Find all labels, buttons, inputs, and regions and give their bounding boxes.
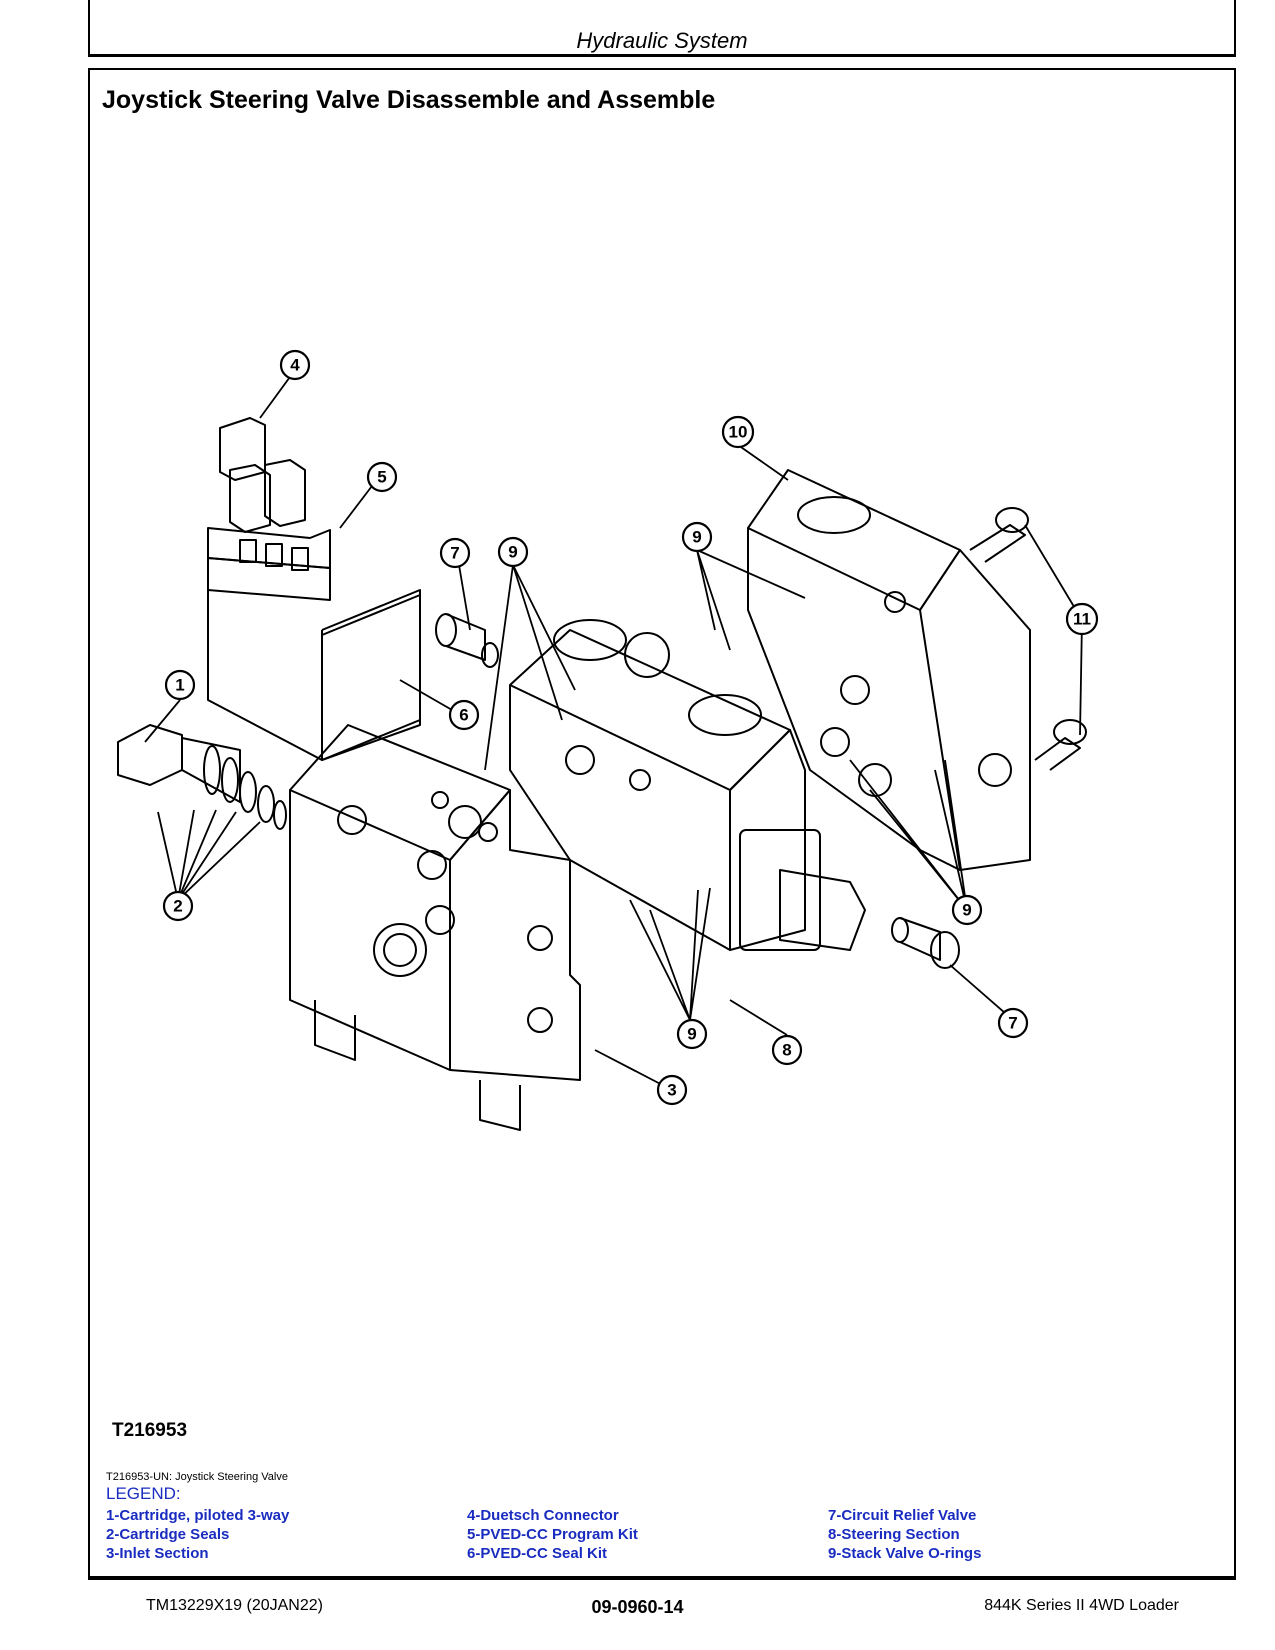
callout-9-center: 9 <box>497 536 529 568</box>
callout-label: 5 <box>377 468 386 487</box>
legend-item: 6-PVED-CC Seal Kit <box>467 1545 608 1562</box>
callout-3: 3 <box>656 1074 688 1106</box>
legend-item: 1-Cartridge, piloted 3-way <box>106 1507 290 1524</box>
callout-5: 5 <box>366 461 398 493</box>
callout-9-lower-center: 9 <box>676 1018 708 1050</box>
main-content-box: Joystick Steering Valve Disassemble and … <box>88 68 1236 1580</box>
inlet-section <box>289 724 581 1131</box>
callout-label: 9 <box>962 901 971 920</box>
legend-column-3: 7-Circuit Relief Valve 8-Steering Sectio… <box>828 1506 981 1563</box>
cartridge-piloted-3-way <box>117 724 287 830</box>
callout-7-lower: 7 <box>997 1007 1029 1039</box>
legend-item: 4-Duetsch Connector <box>467 1507 619 1524</box>
callout-label: 9 <box>508 543 517 562</box>
steering-section <box>509 619 866 951</box>
section-title: Hydraulic System <box>576 28 748 53</box>
circuit-relief-valve-lower <box>891 917 960 969</box>
callout-7-upper: 7 <box>439 537 471 569</box>
callout-label: 10 <box>729 423 748 442</box>
footer-page-number: 09-0960-14 <box>591 1597 684 1617</box>
callout-label: 7 <box>1008 1014 1017 1033</box>
callout-1: 1 <box>164 669 196 701</box>
tie-rods <box>969 507 1087 771</box>
footer-model: 844K Series II 4WD Loader <box>984 1597 1179 1614</box>
callout-label: 11 <box>1073 610 1091 629</box>
deutsch-connector <box>219 417 306 533</box>
callout-9-upper-right: 9 <box>681 521 713 553</box>
legend-item: 7-Circuit Relief Valve <box>828 1507 977 1524</box>
callout-label: 3 <box>667 1081 676 1100</box>
callout-10: 10 <box>721 415 755 449</box>
page-title: Joystick Steering Valve Disassemble and … <box>102 86 716 114</box>
header-box: Hydraulic System <box>88 0 1236 57</box>
legend-item: 3-Inlet Section <box>106 1545 209 1562</box>
callout-8: 8 <box>771 1034 803 1066</box>
legend-label: LEGEND: <box>106 1484 181 1503</box>
circuit-relief-valve-upper <box>435 613 499 668</box>
callout-label: 9 <box>692 528 701 547</box>
legend-item: 8-Steering Section <box>828 1526 960 1543</box>
callout-11: 11 <box>1065 602 1099 636</box>
callout-6: 6 <box>448 699 480 731</box>
legend-column-2: 4-Duetsch Connector 5-PVED-CC Program Ki… <box>467 1506 638 1563</box>
callout-2: 2 <box>162 890 194 922</box>
callout-4: 4 <box>279 349 311 381</box>
callout-label: 9 <box>687 1025 696 1044</box>
pved-seal-block <box>321 594 421 761</box>
footer-doc-id: TM13229X19 (20JAN22) <box>146 1597 323 1614</box>
callout-label: 1 <box>175 676 184 695</box>
legend-item: 5-PVED-CC Program Kit <box>467 1526 638 1543</box>
legend-column-1: 1-Cartridge, piloted 3-way 2-Cartridge S… <box>106 1506 289 1563</box>
end-section <box>747 469 1031 871</box>
legend-item: 9-Stack Valve O-rings <box>828 1545 982 1562</box>
legend-item: 2-Cartridge Seals <box>106 1526 230 1543</box>
figure-caption: T216953-UN: Joystick Steering Valve <box>106 1471 288 1483</box>
callout-label: 2 <box>173 897 182 916</box>
figure-id: T216953 <box>112 1420 188 1441</box>
leader-lines <box>144 369 1083 1091</box>
callout-label: 8 <box>782 1041 791 1060</box>
callout-9-right: 9 <box>951 894 983 926</box>
callout-label: 4 <box>290 356 300 375</box>
valve-illustration: 1 2 3 4 5 6 7 7 8 9 9 9 9 10 11 <box>117 349 1099 1131</box>
callout-label: 7 <box>450 544 459 563</box>
pved-cc-module <box>207 527 421 761</box>
callout-label: 6 <box>459 706 468 725</box>
